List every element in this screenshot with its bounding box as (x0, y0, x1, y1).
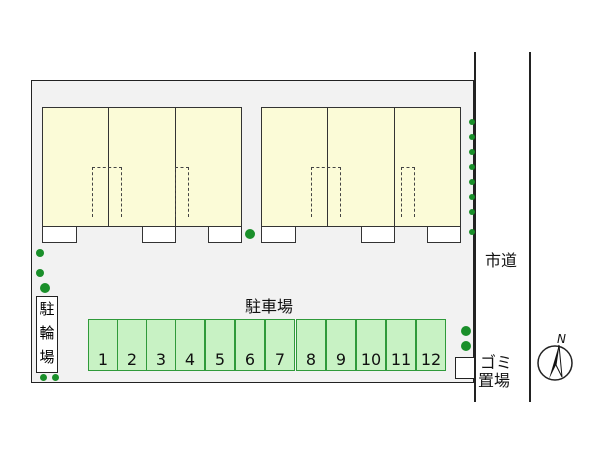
tree-icon (52, 374, 59, 381)
tree-icon (461, 326, 471, 336)
porch (261, 227, 296, 243)
parking-space: 6 (235, 319, 265, 371)
tree-icon (40, 283, 50, 293)
parking-space: 5 (205, 319, 235, 371)
tree-icon (469, 179, 475, 185)
tree-icon (469, 119, 475, 125)
building-a (42, 107, 242, 243)
bicycle-parking-char: 場 (39, 348, 55, 366)
tree-icon (469, 194, 475, 200)
parking-space: 2 (117, 319, 147, 371)
bicycle-parking: 駐 輪 場 (36, 296, 58, 373)
porch (142, 227, 176, 243)
building-b (261, 107, 461, 243)
tree-icon (469, 164, 475, 170)
porch (42, 227, 77, 243)
parking-space: 3 (146, 319, 176, 371)
tree-icon (36, 249, 44, 257)
garbage-area-label-line2: 置場 (478, 371, 511, 390)
tree-icon (469, 149, 475, 155)
stair-outline (175, 167, 189, 217)
porch (427, 227, 461, 243)
tree-icon (40, 374, 47, 381)
parking-space: 12 (416, 319, 446, 371)
parking-space: 4 (175, 319, 205, 371)
parking-space: 10 (356, 319, 386, 371)
garbage-area-label-line1: ゴミ (480, 353, 513, 372)
bicycle-parking-char: 駐 (39, 300, 55, 318)
stair-outline (311, 167, 341, 217)
city-road-label: 市道 (485, 251, 518, 270)
tree-icon (469, 229, 475, 235)
porch (361, 227, 395, 243)
tree-icon (469, 209, 475, 215)
tree-icon (36, 269, 44, 277)
tree-icon (245, 229, 255, 239)
stair-outline (92, 167, 122, 217)
parking-space: 1 (88, 319, 118, 371)
tree-icon (469, 134, 475, 140)
road-edge-left (474, 52, 476, 402)
parking-space: 9 (326, 319, 356, 371)
tree-icon (461, 341, 471, 351)
garbage-area-box (455, 357, 475, 379)
unit (327, 107, 395, 227)
parking-label: 駐車場 (245, 297, 294, 316)
parking-space: 8 (296, 319, 326, 371)
road-edge-right (529, 52, 531, 402)
compass-north-label: N (557, 332, 566, 346)
bicycle-parking-char: 輪 (39, 324, 55, 342)
parking-space: 7 (265, 319, 295, 371)
porch (208, 227, 242, 243)
parking-space: 11 (386, 319, 416, 371)
stair-outline (401, 167, 415, 217)
compass-icon: N (537, 332, 573, 381)
